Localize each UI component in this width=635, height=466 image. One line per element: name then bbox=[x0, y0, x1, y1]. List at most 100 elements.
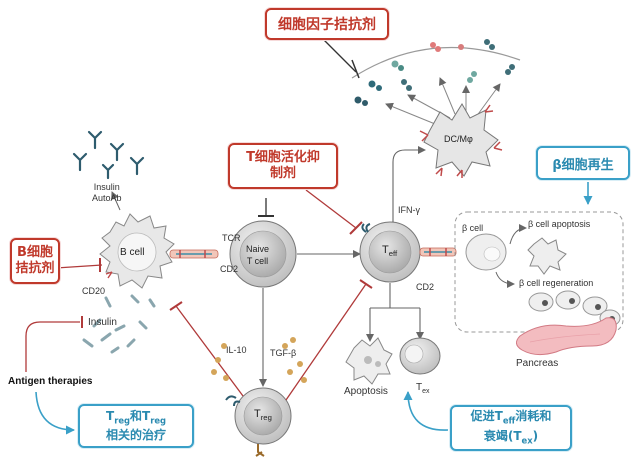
teff-exhaust-line2: 衰竭(Tex) bbox=[484, 428, 538, 448]
insulin-label: Insulin bbox=[88, 317, 117, 328]
il10-label: IL-10 bbox=[226, 345, 247, 355]
naive-t-label: Naive T cell bbox=[246, 243, 269, 267]
b-to-antibody-arrow bbox=[111, 191, 121, 211]
teff-exhaust-sub: eff bbox=[502, 415, 516, 425]
dc-receptors bbox=[419, 104, 503, 178]
beta-apoptotic-cell bbox=[527, 237, 567, 275]
ifn-gamma-label: IFN-γ bbox=[398, 205, 420, 215]
treg-receptor-bottom bbox=[255, 444, 265, 457]
cytokine-block-connector bbox=[323, 39, 357, 73]
cytokine-antagonist-box: 细胞因子拮抗剂 bbox=[265, 8, 389, 40]
insulin-autoantibodies bbox=[72, 130, 145, 180]
teff-sub: eff bbox=[388, 249, 398, 259]
treg-therapy-box: Treg和Treg 相关的治疗 bbox=[78, 404, 194, 448]
il10-dots bbox=[211, 343, 229, 381]
treg-therapy-sub2: reg bbox=[150, 415, 166, 426]
treg-inhibits-b-block bbox=[169, 301, 183, 311]
naive-t-line1: Naive bbox=[246, 244, 270, 254]
to-tex-arrowhead bbox=[416, 332, 424, 340]
teff-nucleus bbox=[368, 230, 412, 274]
pancreas-label: Pancreas bbox=[516, 358, 559, 369]
teff-exhaust-c: 衰竭(T bbox=[483, 429, 522, 443]
tex-label: Tex bbox=[416, 382, 430, 395]
insulin-autoab-line1: Insulin bbox=[93, 182, 120, 192]
t-inhibitor-to-teff-block bbox=[349, 221, 363, 235]
insulin-autoab-line2: AutoAb bbox=[92, 193, 122, 203]
cytokine-arc bbox=[351, 47, 521, 79]
treg-therapy-line1: Treg和Treg bbox=[106, 409, 166, 428]
teff-exhaust-line1: 促进Teff消耗和 bbox=[471, 408, 552, 428]
tgfb-label: TGF-β bbox=[270, 348, 297, 358]
cd20-label: CD20 bbox=[82, 286, 106, 296]
teff-exhaustion-box: 促进Teff消耗和 衰竭(Tex) bbox=[450, 405, 572, 451]
pancreas-organ bbox=[516, 317, 617, 356]
teff-receptor bbox=[361, 223, 371, 233]
b-cell-label: B cell bbox=[120, 247, 145, 258]
b-antagonist-line1: B细胞 bbox=[17, 245, 53, 260]
beta-regeneration-label-diagram: β cell regeneration bbox=[519, 278, 594, 288]
to-beta-regeneration-arrow bbox=[495, 271, 515, 288]
antigen-therapies-label: Antigen therapies bbox=[8, 376, 93, 387]
cd2-right-label: CD2 bbox=[416, 282, 435, 292]
treg-therapy-t1: T bbox=[106, 408, 115, 423]
teff-to-dc-arrow bbox=[392, 146, 426, 222]
teff-label: Teff bbox=[382, 244, 397, 258]
naive-t-line2: T cell bbox=[246, 256, 269, 266]
treg-inhibits-teff-block bbox=[359, 279, 373, 289]
cytokine-dots bbox=[354, 39, 515, 106]
apoptotic-fragment bbox=[364, 356, 372, 364]
treg-main: T bbox=[254, 408, 261, 420]
cd20-receptor bbox=[105, 271, 113, 279]
teff-exhaust-b: 消耗和 bbox=[515, 408, 552, 423]
beta-regeneration-label: β细胞再生 bbox=[552, 157, 614, 173]
cd2-left-label: CD2 bbox=[220, 264, 239, 274]
apoptosis-label: Apoptosis bbox=[344, 386, 388, 397]
b-cell-nucleus bbox=[117, 232, 157, 272]
teff-fate-branches bbox=[369, 283, 421, 336]
teff-exhaust-a: 促进T bbox=[470, 408, 503, 423]
beta-cell-label: β cell bbox=[462, 223, 484, 233]
insulin-autoab-label: Insulin AutoAb bbox=[92, 182, 122, 204]
beta-apoptosis-label: β cell apoptosis bbox=[528, 219, 591, 229]
t-activation-inhibitor-box: T细胞活化抑 制剂 bbox=[228, 143, 338, 189]
treg-label: Treg bbox=[254, 408, 272, 422]
tex-sub: ex bbox=[422, 388, 430, 395]
islet-region bbox=[454, 211, 624, 333]
pancreas-duct bbox=[529, 333, 601, 343]
treg-therapy-sub1: reg bbox=[114, 415, 130, 426]
b-antagonist-line2: 拮抗剂 bbox=[15, 261, 55, 276]
b-antagonist-connector bbox=[55, 264, 103, 269]
tex-nucleus bbox=[404, 344, 424, 364]
treg-nucleus bbox=[243, 396, 283, 436]
teff-exhaust-sub2: ex bbox=[521, 435, 533, 446]
apoptotic-fragment bbox=[375, 361, 381, 367]
tex-main: T bbox=[416, 382, 423, 393]
teff-exhaust-d: ) bbox=[532, 429, 539, 443]
beta-cell-nucleus bbox=[483, 246, 501, 262]
t-activation-inhibitor-line2: 制剂 bbox=[269, 166, 296, 181]
promote-tex-arrow bbox=[403, 391, 449, 431]
cytokine-block-line bbox=[351, 59, 360, 79]
tgfb-dots bbox=[282, 337, 307, 383]
teff-beta-synapse bbox=[419, 247, 457, 257]
treg-inhibits-b bbox=[175, 305, 244, 397]
antigen-therapy-loop bbox=[25, 321, 41, 372]
treg-therapy-t2: 和T bbox=[130, 408, 151, 423]
antigen-to-treg-therapy-arrow bbox=[35, 391, 75, 435]
teff-main: T bbox=[382, 244, 389, 256]
naive-t-nucleus bbox=[239, 230, 287, 278]
treg-inhibits-teff bbox=[285, 283, 367, 401]
treg-receptor bbox=[225, 395, 241, 407]
to-apoptosis-arrowhead bbox=[366, 334, 374, 342]
t-activation-inhibitor-line1: T细胞活化抑 bbox=[246, 150, 320, 165]
t-inhibitor-to-teff-line bbox=[305, 189, 357, 229]
to-beta-apoptosis-arrow bbox=[509, 224, 527, 245]
dc-macrophage-label: DC/Mφ bbox=[444, 134, 473, 144]
tcr-label: TCR bbox=[222, 233, 241, 243]
b-cell-antagonist-box: B细胞 拮抗剂 bbox=[10, 238, 60, 284]
treg-therapy-line2: 相关的治疗 bbox=[105, 428, 166, 443]
dc-macrophage-cell bbox=[423, 103, 499, 177]
insulin-peptides bbox=[82, 294, 156, 354]
